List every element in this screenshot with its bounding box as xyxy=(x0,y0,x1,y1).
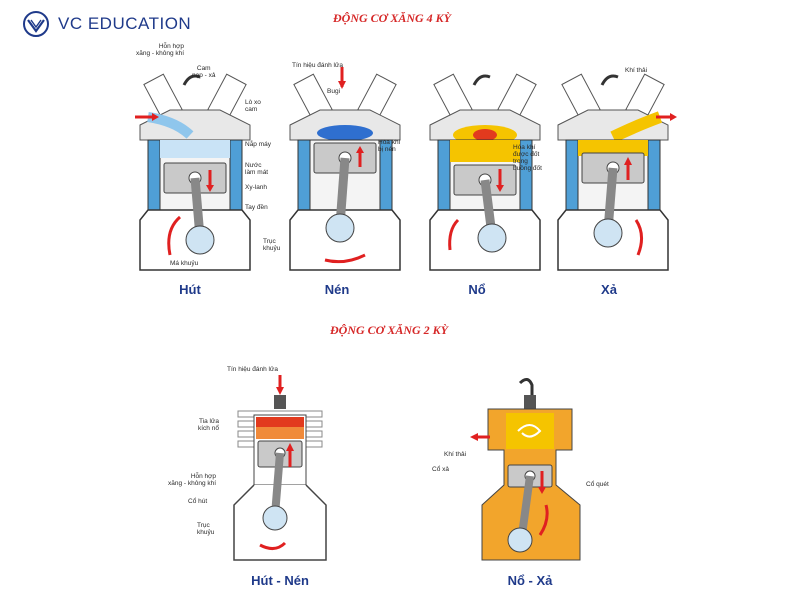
label-ignition-2: Tín hiệu đánh lửa xyxy=(227,366,278,373)
intake-stroke-diagram xyxy=(135,73,251,271)
engine-2stroke-power xyxy=(470,375,590,570)
label-rod: Tay đền xyxy=(245,204,268,211)
label-intake-port: Cổ hút xyxy=(188,498,208,505)
engine-intake xyxy=(130,55,260,280)
label-plug: Bugi xyxy=(327,88,341,95)
stroke-name-power: Nổ xyxy=(468,282,486,297)
label-cylinder: Xy-lanh xyxy=(245,184,268,191)
label-ignition-4: Tín hiệu đánh lửa xyxy=(292,62,343,69)
label-exhaust-port: Cổ xả xyxy=(432,466,449,473)
engine-exhaust xyxy=(548,55,678,280)
two-stroke-power-diagram xyxy=(470,378,581,561)
stroke-name-intake-compression: Hút - Nén xyxy=(251,573,309,588)
engine-power xyxy=(420,55,550,280)
stroke-name-exhaust: Xả xyxy=(601,282,617,297)
exhaust-stroke-diagram xyxy=(557,73,677,271)
brand-logo: VC EDUCATION xyxy=(22,10,191,38)
compression-stroke-diagram xyxy=(289,67,401,271)
two-stroke-title: ĐỘNG CƠ XĂNG 2 KỲ xyxy=(330,323,449,337)
brand-emblem-icon xyxy=(23,11,49,37)
label-exhaust-gas-4: Khí thải xyxy=(625,67,648,74)
two-stroke-intake-diagram xyxy=(233,375,327,561)
stroke-name-compression: Nén xyxy=(324,282,350,297)
label-transfer-port: Cổ quét xyxy=(586,481,609,488)
stroke-name-intake: Hút xyxy=(179,282,201,297)
engine-compression xyxy=(280,55,410,280)
power-stroke-diagram xyxy=(429,73,541,271)
brand-name: VC EDUCATION xyxy=(58,14,192,33)
label-exhaust-gas-2: Khí thải xyxy=(444,451,467,458)
label-crank-web: Má khuỷu xyxy=(170,260,199,267)
four-stroke-title: ĐỘNG CƠ XĂNG 4 KỲ xyxy=(333,11,452,25)
label-head: Nắp máy xyxy=(245,141,272,148)
stroke-name-power-exhaust: Nổ - Xả xyxy=(507,573,553,588)
engine-2stroke-intake xyxy=(220,375,340,570)
